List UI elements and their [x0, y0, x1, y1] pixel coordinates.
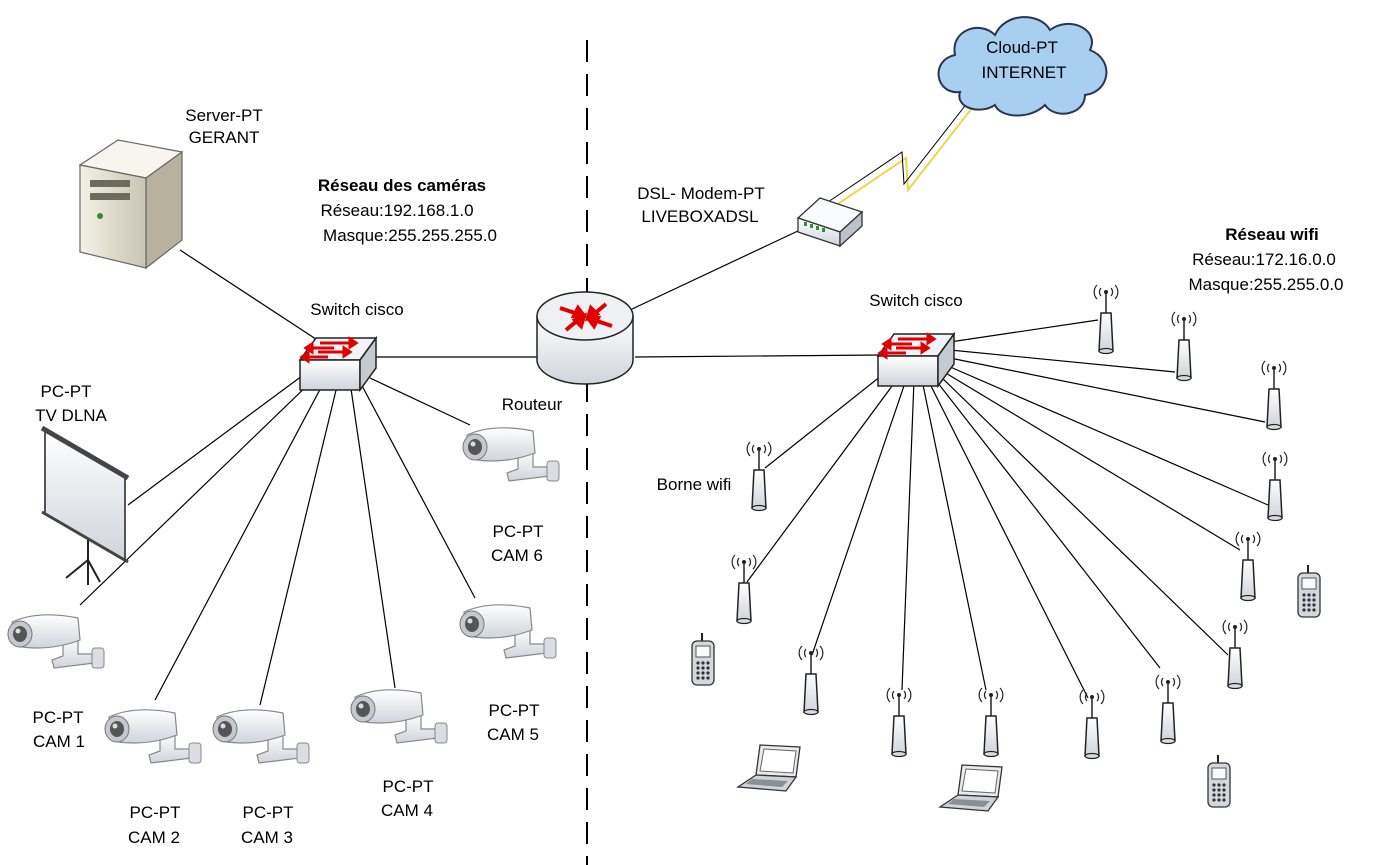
wifi-ap-icon	[978, 687, 1004, 758]
cam2-label-line2: CAM 2	[128, 828, 180, 847]
camera-network-mask: Masque:255.255.255.0	[323, 226, 497, 245]
tv-label-line2: TV DLNA	[35, 406, 107, 425]
cam3-label-line2: CAM 3	[241, 828, 293, 847]
modem-label-line1: DSL- Modem-PT	[637, 184, 765, 203]
tv-dlna-screen	[40, 425, 130, 585]
mobile-phone-icon	[1207, 754, 1231, 808]
tv-label-line1: PC-PT	[41, 382, 92, 401]
wifi-ap-icon	[886, 687, 912, 758]
wifi-ap-icon	[1079, 689, 1105, 760]
cloud-label-line2: INTERNET	[982, 63, 1067, 82]
laptop-icon	[939, 764, 1003, 812]
wifi-ap-icon	[731, 554, 757, 625]
wifi-ap-icon	[1235, 531, 1261, 602]
wifi-ap-icon	[1171, 311, 1197, 382]
server-label-line1: Server-PT	[185, 106, 262, 125]
mobile-phone-icon	[1297, 564, 1321, 618]
wifi-ap-label: Borne wifi	[657, 475, 732, 494]
switch-right	[876, 332, 956, 388]
switch-left	[298, 336, 378, 392]
cam1-label-line1: PC-PT	[33, 708, 84, 727]
modem-label-line2: LIVEBOXADSL	[641, 207, 758, 226]
network-links	[79, 101, 1269, 706]
cloud-internet	[937, 16, 1108, 117]
wifi-network-title: Réseau wifi	[1225, 225, 1319, 244]
camera-network-title: Réseau des caméras	[318, 176, 486, 195]
wifi-ap-icon	[1262, 451, 1288, 522]
wifi-network-address: Réseau:172.16.0.0	[1192, 250, 1336, 269]
camera-4	[350, 689, 448, 744]
cam5-label-line2: CAM 5	[487, 725, 539, 744]
modem-livebox	[796, 197, 864, 248]
switch-left-label: Switch cisco	[310, 300, 404, 319]
camera-6	[462, 427, 560, 482]
wifi-ap-icon	[1155, 674, 1181, 745]
router	[536, 291, 634, 385]
camera-tv-side	[7, 614, 105, 669]
laptop-icon	[737, 744, 801, 792]
wifi-ap-icon	[1093, 284, 1119, 355]
camera-1	[104, 709, 202, 764]
wifi-ap-icon	[1261, 360, 1287, 431]
wifi-ap-icon	[798, 645, 824, 716]
cam1-label-line2: CAM 1	[33, 732, 85, 751]
cam5-label-line1: PC-PT	[489, 701, 540, 720]
camera-2	[212, 709, 310, 764]
cam6-label-line2: CAM 6	[491, 546, 543, 565]
wifi-ap-icon	[746, 441, 772, 512]
router-label: Routeur	[502, 395, 563, 414]
cam4-label-line1: PC-PT	[383, 777, 434, 796]
server-label-line2: GERANT	[189, 128, 260, 147]
switch-right-label: Switch cisco	[869, 291, 963, 310]
cam6-label-line1: PC-PT	[493, 522, 544, 541]
camera-network-address: Réseau:192.168.1.0	[320, 201, 473, 220]
cloud-label-line1: Cloud-PT	[986, 38, 1058, 57]
cam4-label-line2: CAM 4	[381, 801, 433, 820]
cam3-label-line1: PC-PT	[243, 803, 294, 822]
camera-5	[459, 604, 557, 659]
wifi-network-mask: Masque:255.255.0.0	[1188, 275, 1343, 294]
mobile-phone-icon	[691, 632, 715, 686]
cam2-label-line1: PC-PT	[130, 803, 181, 822]
server-gerant	[78, 139, 184, 270]
